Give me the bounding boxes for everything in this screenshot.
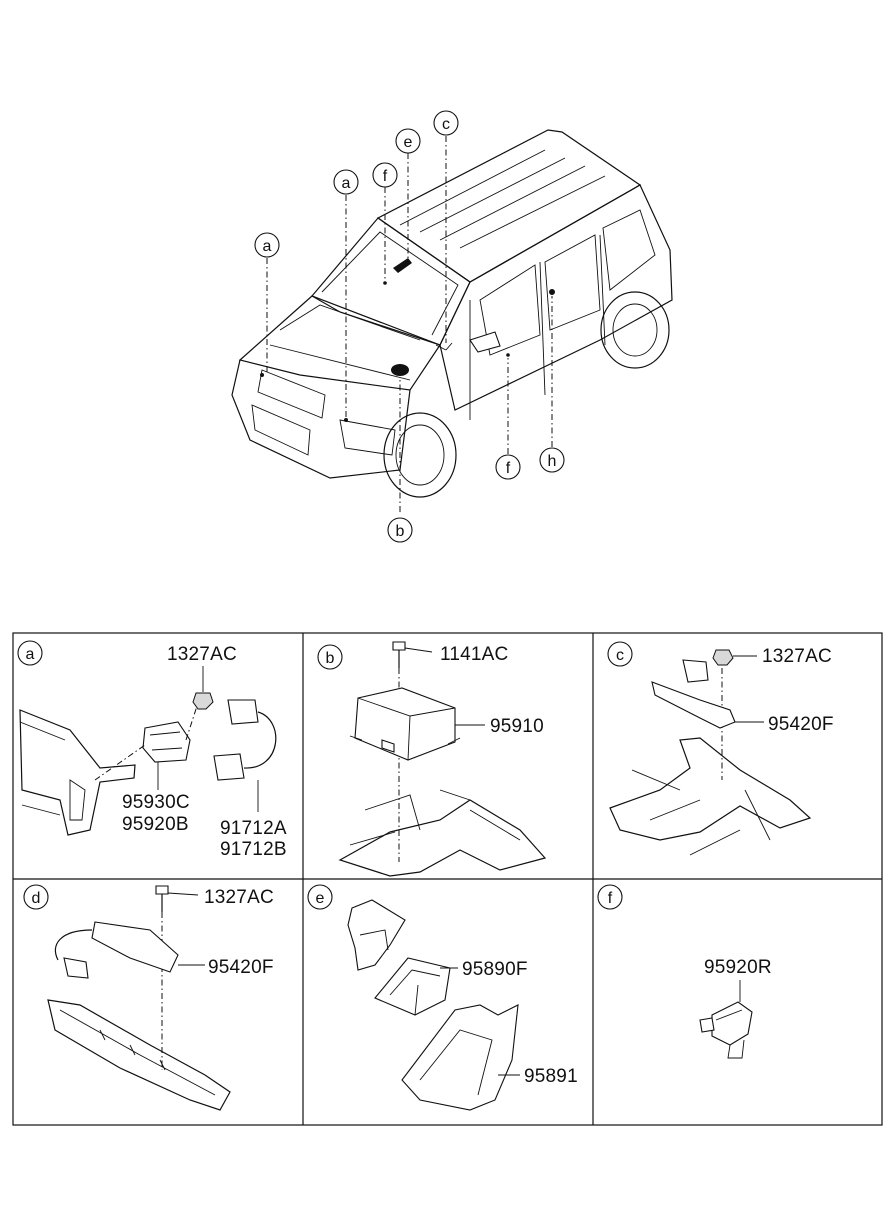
part-95920R: 95920R	[704, 957, 772, 978]
part-91712B: 91712B	[220, 839, 287, 860]
callout-a-left-label: a	[263, 238, 272, 255]
callout-f-bottom-label: f	[506, 460, 511, 477]
connector-lower	[213, 753, 245, 781]
part-95890F: 95890F	[462, 959, 528, 980]
panel-c-letter: c	[616, 647, 624, 664]
srs-control-module	[354, 687, 456, 761]
connector-upper	[227, 699, 259, 725]
part-95420F-d: 95420F	[208, 957, 274, 978]
panel-b-badge	[317, 644, 343, 670]
connector-d	[63, 957, 89, 979]
sensor-c	[682, 659, 709, 683]
part-1327AC-a: 1327AC	[167, 644, 237, 665]
bracket-e	[347, 899, 406, 971]
part-95891: 95891	[524, 1066, 578, 1087]
detail-grid	[12, 632, 883, 1126]
panel-a-letter: a	[26, 646, 35, 663]
callout-b-bottom	[387, 517, 413, 543]
part-1141AC: 1141AC	[440, 644, 508, 665]
impact-sensor-a	[142, 721, 191, 763]
callout-a-left	[254, 232, 280, 258]
callout-b-bottom-label: b	[396, 523, 405, 540]
panel-f-badge	[597, 884, 623, 910]
panel-f-letter: f	[608, 890, 613, 907]
side-impact-sensor-f	[711, 1001, 753, 1046]
part-91712A: 91712A	[220, 818, 287, 839]
panel-e-letter: e	[316, 890, 325, 907]
callout-h-bottom-label: h	[548, 453, 557, 470]
panel-a-badge	[17, 640, 43, 666]
sensor-95890F	[374, 957, 451, 1016]
callout-f-top	[372, 162, 398, 188]
callout-a-mid-label: a	[342, 175, 351, 192]
part-1327AC-c: 1327AC	[762, 646, 832, 667]
vehicle-illustration	[231, 129, 673, 498]
sensor-bracket-c	[651, 681, 736, 729]
callout-h-bottom	[539, 447, 565, 473]
panel-d: d 1327AC 95420F	[23, 884, 274, 1111]
part-95920B: 95920B	[122, 814, 189, 835]
bolt-icon-b	[392, 641, 406, 651]
vehicle-leaders	[266, 136, 553, 512]
part-1327AC-d: 1327AC	[204, 887, 274, 908]
vehicle-callouts: a a f e c b f h	[254, 110, 565, 543]
panel-f: f 95920R	[597, 884, 772, 1059]
panel-d-letter: d	[32, 890, 41, 907]
panel-c-badge	[607, 641, 633, 667]
callout-c-top	[433, 110, 459, 136]
panel-b-letter: b	[326, 650, 335, 667]
callout-f-top-label: f	[383, 168, 388, 185]
part-95910: 95910	[490, 716, 544, 737]
panel-e-badge	[307, 884, 333, 910]
nut-icon-c	[712, 649, 734, 666]
bolt-icon-d	[155, 885, 169, 895]
panel-b: b 1141AC 95910	[317, 641, 547, 877]
nut-icon	[192, 692, 214, 710]
panel-a: a 1327AC 95930C 95920B 91712A 91712B	[17, 640, 287, 860]
callout-e-top	[395, 128, 421, 154]
part-95420F-c: 95420F	[768, 714, 834, 735]
sensor-bracket-d	[91, 921, 179, 973]
panel-c: c 1327AC 95420F	[607, 641, 834, 856]
panel-d-badge	[23, 884, 49, 910]
callout-e-top-label: e	[404, 134, 413, 151]
cover-95891	[401, 1004, 519, 1111]
callout-a-mid	[333, 169, 359, 195]
part-95930C: 95930C	[122, 792, 190, 813]
callout-c-top-label: c	[442, 116, 450, 133]
callout-f-bottom	[495, 454, 521, 480]
panel-e: e 95890F 95891	[307, 884, 578, 1111]
